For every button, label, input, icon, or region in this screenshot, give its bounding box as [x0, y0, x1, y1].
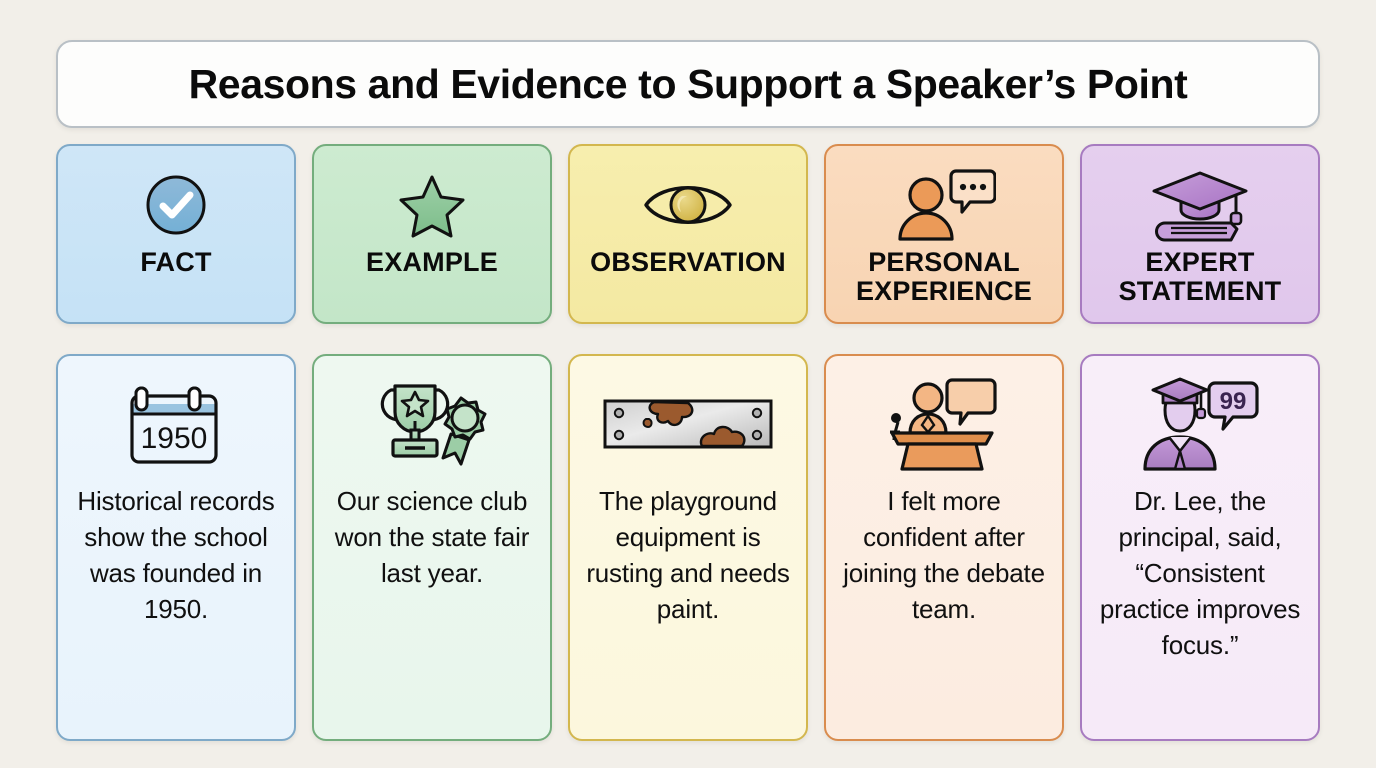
star-icon — [396, 168, 468, 242]
header-row: FACT EXAMPLE — [56, 144, 1320, 324]
example-text-expert: Dr. Lee, the principal, said, “Consisten… — [1099, 486, 1301, 660]
header-card-example[interactable]: EXAMPLE — [312, 144, 552, 324]
rusty-metal-plate-icon — [602, 378, 774, 470]
example-card-observation[interactable]: The playground equipment is rusting and … — [568, 354, 808, 741]
graduate-quote-icon: 99 — [1139, 377, 1261, 471]
example-text-observation: The playground equipment is rusting and … — [586, 486, 790, 624]
example-text-fact: Historical records show the school was f… — [77, 486, 275, 624]
trophy-award-icon — [373, 378, 491, 470]
column-personal: PERSONAL EXPERIENCE — [824, 144, 1064, 324]
header-label-personal: PERSONAL EXPERIENCE — [855, 247, 1033, 307]
graduation-cap-book-icon — [1151, 168, 1249, 242]
example-text-personal: I felt more confident after joining the … — [843, 486, 1045, 624]
column-observation: OBSERVATION — [568, 144, 808, 324]
example-card-example[interactable]: Our science club won the state fair last… — [312, 354, 552, 741]
column-expert: EXPERT STATEMENT — [1080, 144, 1320, 324]
example-card-expert[interactable]: 99 Dr. Lee, the principal, said, “Consis… — [1080, 354, 1320, 741]
example-card-personal[interactable]: I felt more confident after joining the … — [824, 354, 1064, 741]
column-expert-body: 99 Dr. Lee, the principal, said, “Consis… — [1080, 340, 1320, 741]
header-label-fact: FACT — [140, 247, 212, 277]
check-circle-icon — [140, 168, 212, 242]
column-fact-body: 1950 Historical records show the school … — [56, 340, 296, 741]
column-example: EXAMPLE — [312, 144, 552, 324]
calendar-icon: 1950 — [126, 378, 226, 470]
eye-icon — [640, 168, 736, 242]
page-title: Reasons and Evidence to Support a Speake… — [188, 60, 1188, 107]
header-card-expert[interactable]: EXPERT STATEMENT — [1080, 144, 1320, 324]
speaker-podium-icon — [886, 378, 1002, 471]
header-card-fact[interactable]: FACT — [56, 144, 296, 324]
column-fact: FACT — [56, 144, 296, 324]
column-personal-body: I felt more confident after joining the … — [824, 340, 1064, 741]
header-label-expert: EXPERT STATEMENT — [1118, 247, 1282, 307]
column-example-body: Our science club won the state fair last… — [312, 340, 552, 741]
quote-mark-value: 99 — [1220, 388, 1247, 415]
example-text-example: Our science club won the state fair last… — [334, 486, 530, 588]
header-label-example: EXAMPLE — [366, 247, 498, 277]
title-banner: Reasons and Evidence to Support a Speake… — [56, 40, 1320, 128]
header-label-observation: OBSERVATION — [590, 247, 786, 277]
person-speech-bubble-icon — [892, 168, 996, 242]
example-row: 1950 Historical records show the school … — [56, 340, 1320, 741]
column-observation-body: The playground equipment is rusting and … — [568, 340, 808, 741]
example-card-fact[interactable]: 1950 Historical records show the school … — [56, 354, 296, 741]
header-card-observation[interactable]: OBSERVATION — [568, 144, 808, 324]
header-card-personal[interactable]: PERSONAL EXPERIENCE — [824, 144, 1064, 324]
calendar-year-value: 1950 — [141, 422, 208, 455]
